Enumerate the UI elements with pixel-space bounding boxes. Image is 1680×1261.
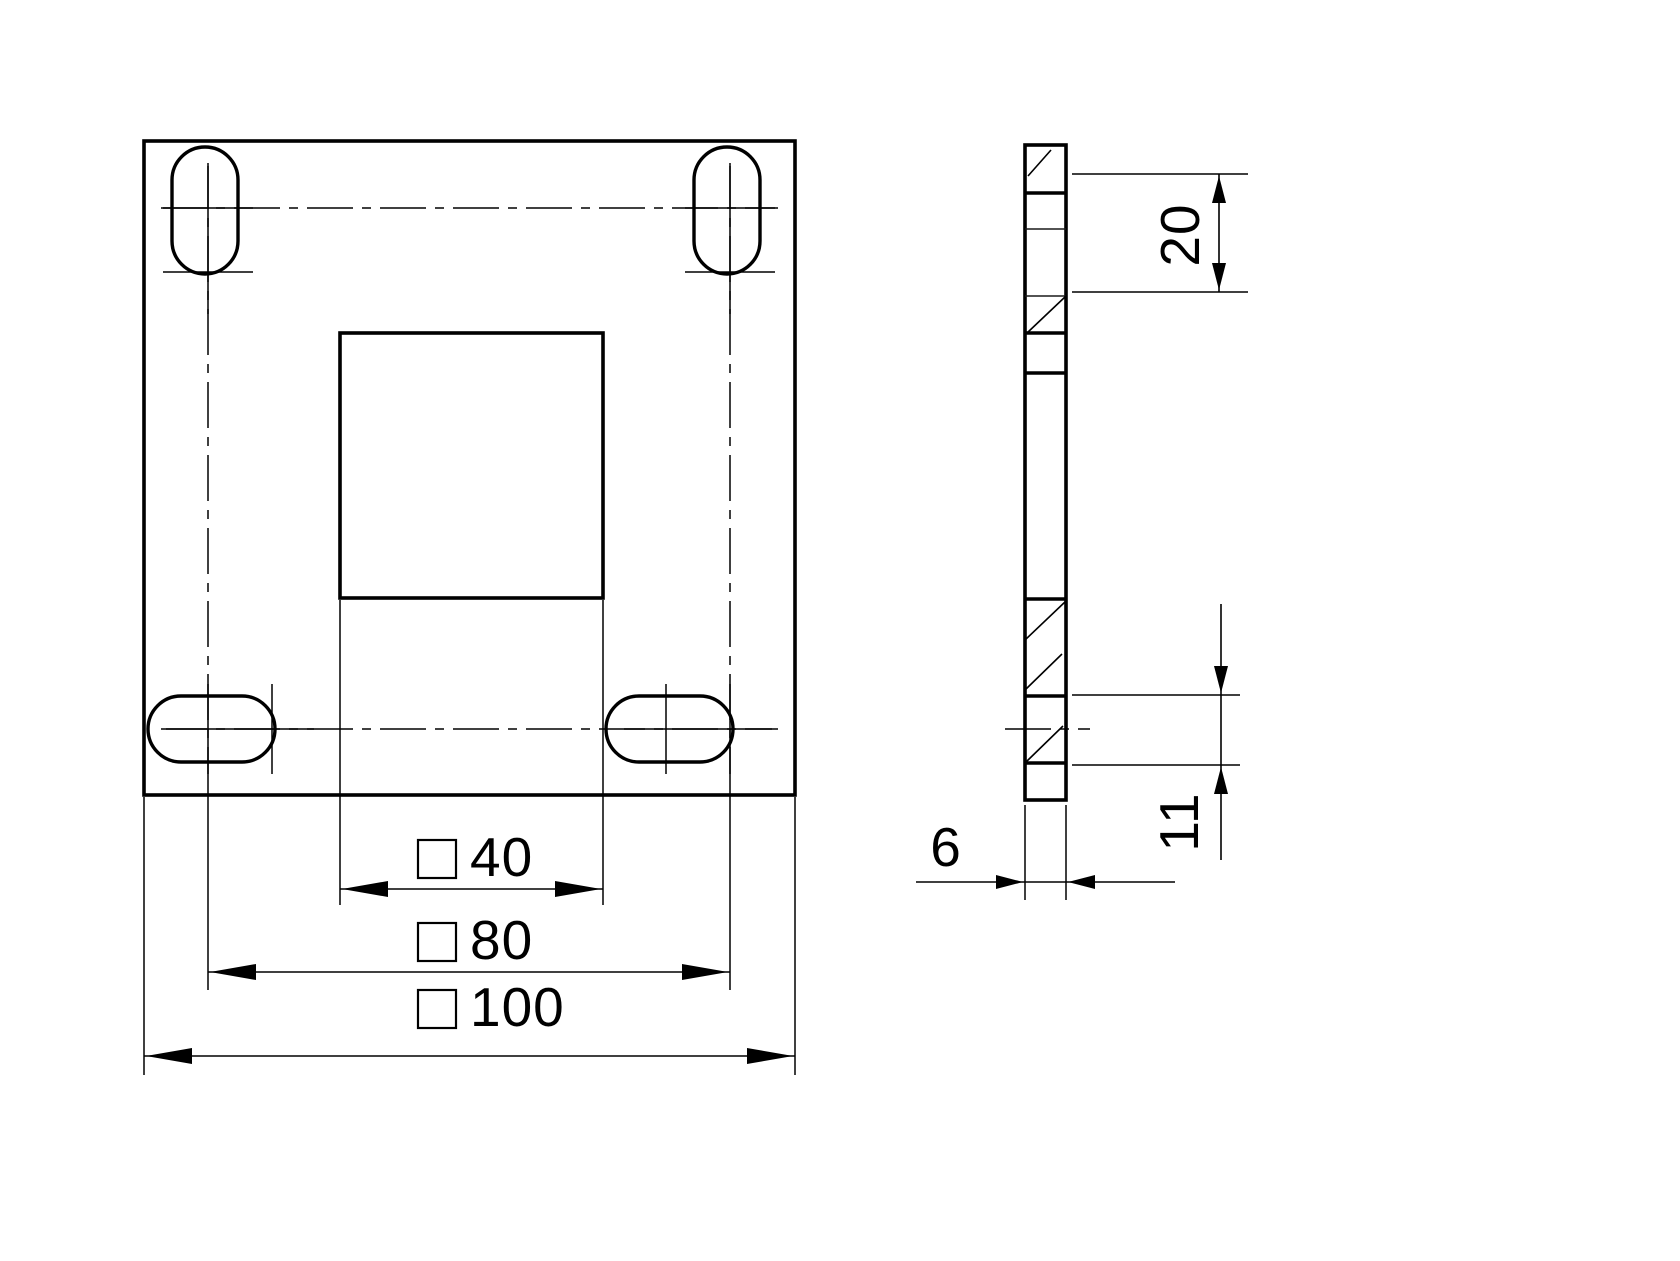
dimension-square-100: 100 [143,797,796,1075]
plate-outline [142,139,797,797]
slot-bottom-left [146,684,314,774]
central-square-hole [338,331,605,600]
dimension-6: 6 [916,805,1175,900]
slot-bottom-right [604,684,772,774]
dimension-11-text: 11 [1148,792,1210,851]
square-symbol-40 [416,838,458,880]
dimension-80-text: 80 [470,909,533,971]
section-plate-outline [1023,143,1068,802]
dimension-6-text: 6 [930,816,962,878]
square-symbol-80 [416,921,458,963]
dimension-40-text: 40 [470,826,533,888]
dimension-20-text: 20 [1149,203,1211,266]
slot-top-right [685,145,775,314]
square-symbol-100 [416,988,458,1030]
front-view [142,139,797,797]
dimension-square-40: 40 [339,600,604,905]
section-hatch-lines [1024,149,1067,763]
dimension-20: 20 [1072,173,1248,293]
dimension-square-80: 80 [207,778,731,990]
dimension-100-text: 100 [470,976,565,1038]
dimension-11: 11 [1072,604,1240,860]
side-section-view [1005,143,1090,802]
slot-top-left [163,145,253,314]
